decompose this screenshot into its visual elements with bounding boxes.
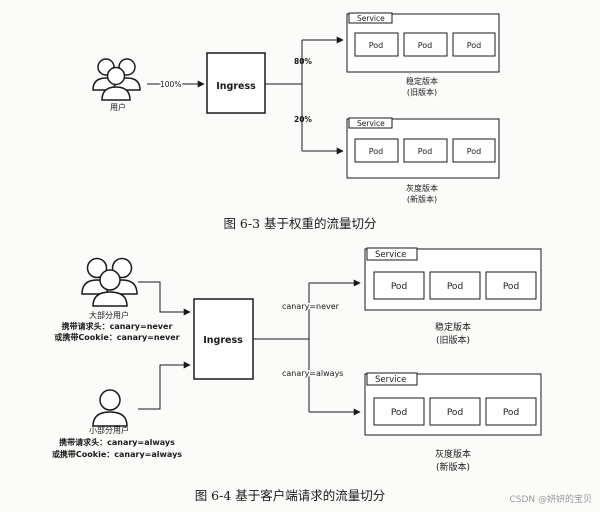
- pod-box: [354, 32, 399, 57]
- ingress-label: Ingress: [203, 335, 243, 346]
- pod-label: Pod: [503, 408, 519, 418]
- canary-label: 灰度版本: [435, 448, 471, 460]
- service-stable-v1: Service Pod Pod Pod: [346, 12, 500, 73]
- pod-box: [429, 397, 481, 426]
- ingress-label: Ingress: [216, 81, 256, 92]
- stable-sublabel: (旧版本): [407, 87, 437, 97]
- user-icon: [92, 389, 128, 427]
- canary-label: 灰度版本: [406, 183, 438, 193]
- pod-label: Pod: [418, 41, 433, 50]
- pod-box: [403, 138, 448, 163]
- edge-majority-ingress: [138, 281, 191, 316]
- edge-top-label: 80%: [294, 57, 312, 66]
- pod-label: Pod: [503, 282, 519, 292]
- watermark: CSDN @妍妍的宝贝: [509, 493, 592, 505]
- pod-label: Pod: [447, 282, 463, 292]
- pod-label: Pod: [418, 147, 433, 156]
- minority-header-rule: 携带请求头：canary=always: [59, 437, 175, 447]
- user-label: 用户: [110, 102, 126, 112]
- canary-sublabel: (新版本): [407, 194, 437, 204]
- pod-box: [452, 32, 496, 57]
- users-group-icon: [81, 257, 138, 307]
- canary-sublabel: (新版本): [436, 461, 470, 473]
- pod-label: Pod: [391, 282, 407, 292]
- edge-in-label: 100%: [160, 80, 181, 89]
- service-tab-label: Service: [375, 375, 406, 385]
- minority-cookie-rule: 或携带Cookie：canary=always: [52, 449, 182, 459]
- pod-box: [485, 397, 537, 426]
- service-tab-label: Service: [357, 14, 385, 23]
- pod-box: [373, 271, 425, 300]
- pod-label: Pod: [467, 41, 482, 50]
- edge-bottom-label: 20%: [294, 115, 312, 124]
- figure-caption: 图 6-3 基于权重的流量切分: [223, 216, 376, 231]
- edge-minority-ingress: [138, 361, 191, 410]
- ingress-box: [193, 298, 254, 380]
- minority-users-label: 小部分用户: [89, 425, 129, 435]
- pod-box: [403, 32, 448, 57]
- pod-box: [485, 271, 537, 300]
- service-tab-label: Service: [357, 119, 385, 128]
- pod-label: Pod: [369, 41, 384, 50]
- users-group-icon: [92, 58, 141, 101]
- pod-label: Pod: [467, 147, 482, 156]
- majority-header-rule: 携带请求头：canary=never: [62, 321, 173, 331]
- majority-users-label: 大部分用户: [89, 310, 129, 320]
- majority-cookie-rule: 或携带Cookie：canary=never: [54, 332, 179, 342]
- stable-sublabel: (旧版本): [436, 334, 470, 346]
- service-canary-v1: Service Pod Pod Pod: [346, 117, 500, 179]
- stable-label: 稳定版本: [406, 76, 438, 86]
- pod-label: Pod: [369, 147, 384, 156]
- ingress-box: [206, 52, 266, 114]
- pod-label: Pod: [447, 408, 463, 418]
- edge-always-label: canary=always: [282, 369, 343, 378]
- figure-caption: 图 6-4 基于客户端请求的流量切分: [195, 488, 386, 503]
- pod-label: Pod: [391, 408, 407, 418]
- pod-box: [429, 271, 481, 300]
- pod-box: [452, 138, 496, 163]
- figure-6-4: 大部分用户 携带请求头：canary=never 或携带Cookie：canar…: [52, 247, 542, 503]
- service-tab-label: Service: [375, 250, 406, 260]
- service-stable-v2: Service Pod Pod Pod: [364, 247, 542, 311]
- figure-6-3: 用户 100% Ingress 80% 20% Service Pod Pod …: [92, 12, 500, 231]
- pod-box: [373, 397, 425, 426]
- service-canary-v2: Service Pod Pod Pod: [364, 372, 542, 436]
- edge-never-label: canary=never: [282, 302, 340, 311]
- pod-box: [354, 138, 399, 163]
- stable-label: 稳定版本: [435, 321, 471, 333]
